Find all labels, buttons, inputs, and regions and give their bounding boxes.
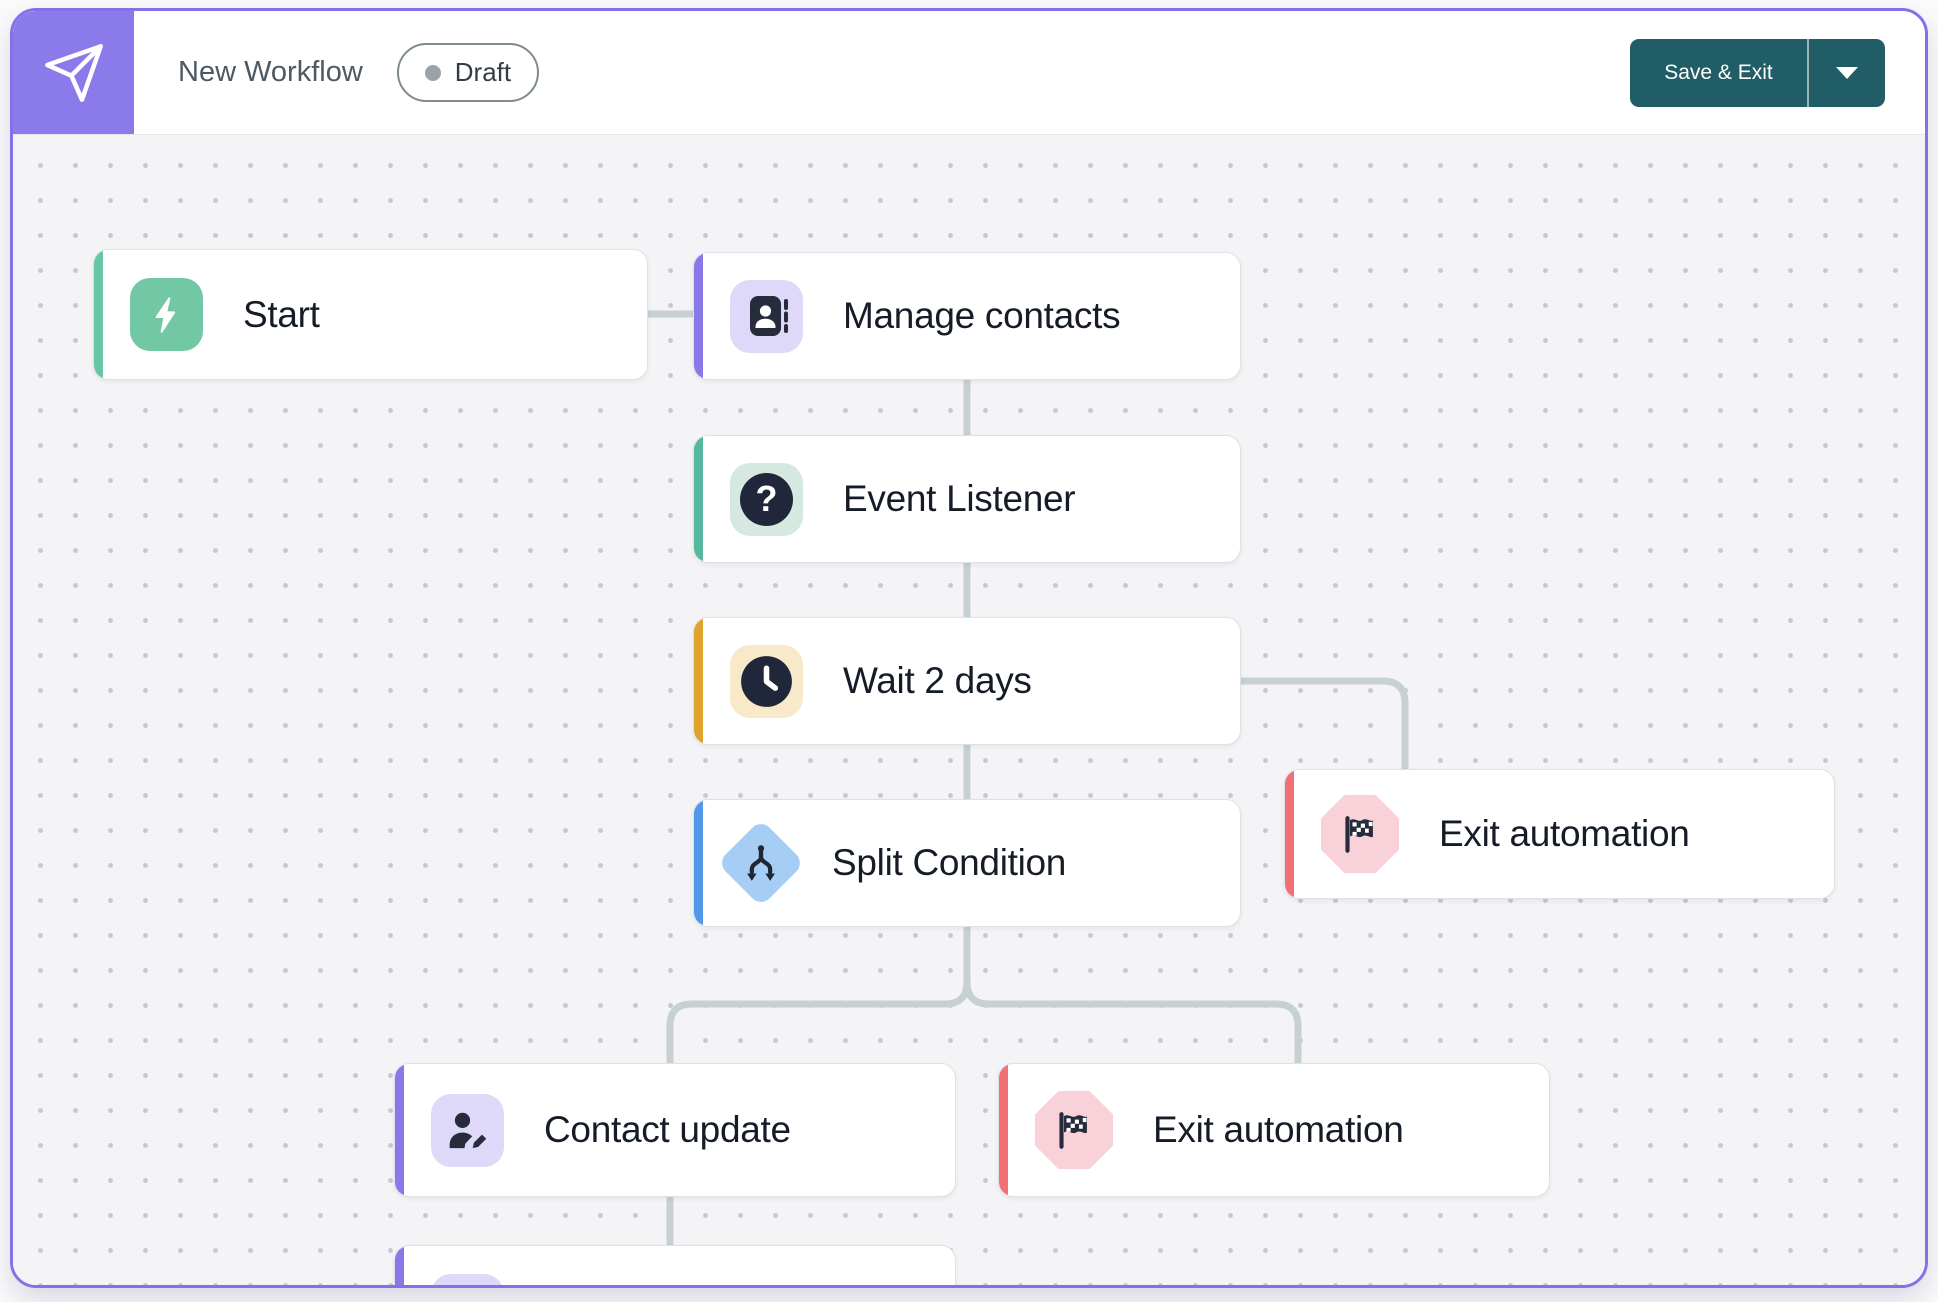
node-accent-bar — [694, 436, 703, 562]
node-label: Contact update — [544, 1109, 791, 1150]
chevron-down-icon — [1836, 66, 1858, 79]
node-accent-bar — [395, 1246, 404, 1285]
status-badge: Draft — [396, 43, 540, 102]
node-accent-bar — [694, 618, 703, 744]
flag-icon — [1035, 1091, 1113, 1169]
contacts-icon — [730, 279, 803, 353]
workflow-node-next-step-partial[interactable] — [394, 1245, 956, 1285]
app-logo[interactable] — [13, 11, 134, 134]
node-label: Start — [243, 293, 320, 335]
workflow-node-event-listener[interactable]: ? Event Listener — [693, 435, 1241, 563]
workflow-title: New Workflow — [178, 56, 363, 88]
app-header: New Workflow Draft Save & Exit — [13, 11, 1925, 134]
node-accent-bar — [94, 250, 103, 379]
workflow-node-exit-automation-bottom[interactable]: Exit automation — [998, 1063, 1550, 1197]
workflow-node-manage-contacts[interactable]: Manage contacts — [693, 252, 1241, 380]
node-label: Split Condition — [832, 842, 1067, 883]
status-label: Draft — [454, 57, 512, 87]
node-label: Event Listener — [843, 478, 1076, 519]
node-accent-bar — [694, 800, 703, 926]
workflow-node-start[interactable]: Start — [93, 249, 648, 380]
connector-split-left-branch — [666, 981, 971, 1063]
node-label: Exit automation — [1153, 1109, 1404, 1150]
app-window: New Workflow Draft Save & Exit Start Man… — [10, 8, 1928, 1288]
person-edit-icon — [431, 1093, 504, 1167]
workflow-node-split-condition[interactable]: Split Condition — [693, 799, 1241, 927]
node-label: Wait 2 days — [843, 660, 1032, 701]
node-accent-bar — [999, 1064, 1008, 1196]
clock-icon — [730, 644, 803, 718]
save-options-button[interactable] — [1807, 38, 1885, 107]
workflow-node-exit-automation-right[interactable]: Exit automation — [1284, 769, 1835, 899]
blank-icon — [431, 1273, 504, 1285]
node-label: Manage contacts — [843, 295, 1121, 336]
split-icon — [717, 819, 805, 907]
workflow-node-wait-2-days[interactable]: Wait 2 days — [693, 617, 1241, 745]
workflow-node-contact-update[interactable]: Contact update — [394, 1063, 956, 1197]
lightning-icon — [130, 278, 203, 351]
save-exit-button[interactable]: Save & Exit — [1630, 38, 1807, 107]
question-icon: ? — [730, 462, 803, 536]
status-dot-icon — [424, 64, 441, 81]
connector-wait-to-exit-right — [1241, 677, 1409, 769]
send-icon — [44, 43, 103, 102]
workflow-canvas[interactable]: Start Manage contacts? Event Listener Wai… — [13, 134, 1925, 1285]
node-accent-bar — [694, 253, 703, 379]
connector-split-right-branch — [963, 981, 1302, 1063]
flag-icon — [1321, 795, 1399, 873]
save-button-group: Save & Exit — [1630, 38, 1885, 107]
node-accent-bar — [395, 1064, 404, 1196]
node-label: Exit automation — [1439, 813, 1690, 854]
node-accent-bar — [1285, 770, 1294, 898]
